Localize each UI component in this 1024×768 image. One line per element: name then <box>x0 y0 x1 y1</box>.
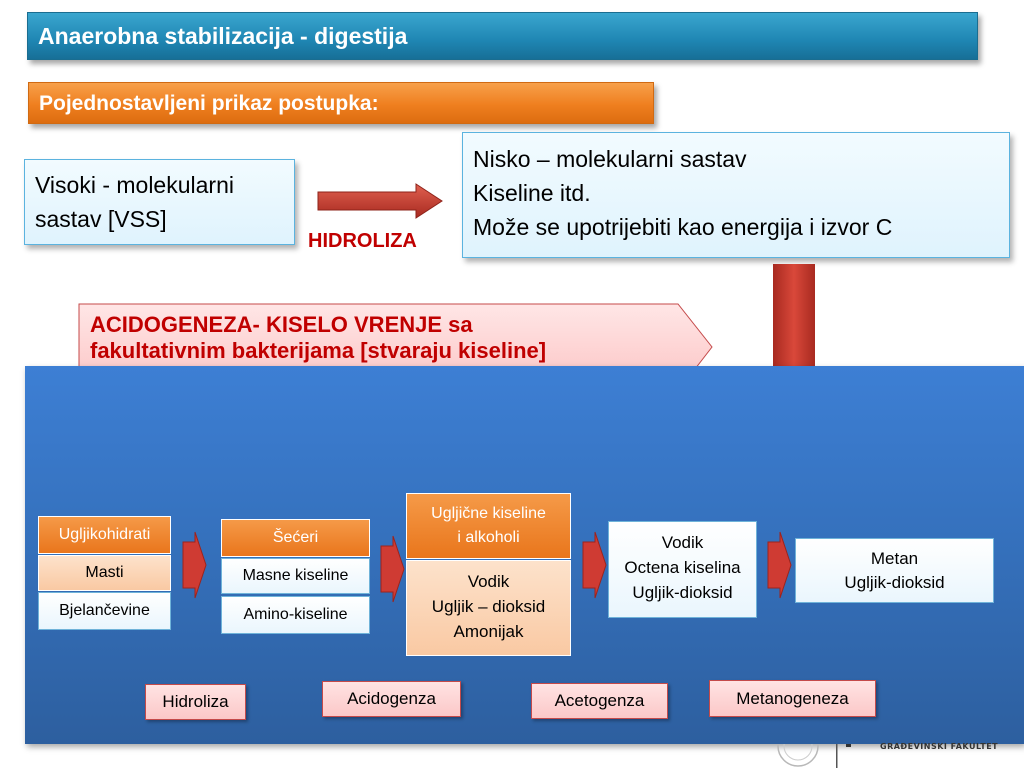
col3-line-2: Ugljik – dioksid <box>431 597 546 616</box>
stage-arrow-2-icon <box>380 535 405 603</box>
slide-title: Anaerobna stabilizacija - digestija <box>27 12 978 60</box>
carbonic-acids-line-1: Ugljične kiseline <box>431 505 546 522</box>
acetogenesis-products-box: Vodik Octena kiselina Ugljik-dioksid <box>608 521 757 618</box>
low-molecular-line-3: Može se upotrijebiti kao energija i izvo… <box>473 214 893 240</box>
col5-line-2: Ugljik-dioksid <box>844 573 945 592</box>
stage-arrow-3-icon <box>582 531 607 599</box>
col4-line-2: Octena kiselina <box>624 558 741 577</box>
acidogenesis-line-1: ACIDOGENEZA- KISELO VRENJE sa <box>90 312 473 337</box>
hydrolysis-label: HIDROLIZA <box>308 230 417 252</box>
stage-label-hydrolysis: Hidroliza <box>145 684 246 720</box>
down-arrow-shaft-icon <box>773 264 815 372</box>
faculty-logo-text: GRAĐEVINSKI FAKULTET <box>880 742 999 751</box>
carbonic-acids-box: Ugljične kiseline i alkoholi <box>406 493 571 559</box>
col4-line-1: Vodik <box>661 533 704 552</box>
stage-label-methanogenesis: Metanogeneza <box>709 680 876 717</box>
high-molecular-line-2: sastav [VSS] <box>35 206 167 232</box>
slide-subtitle: Pojednostavljeni prikaz postupka: <box>28 82 654 124</box>
stage-label-acetogenesis: Acetogenza <box>531 683 668 719</box>
high-molecular-line-1: Visoki - molekularni <box>35 172 234 198</box>
amino-acids-box: Amino-kiseline <box>221 596 370 634</box>
acidogenesis-text: ACIDOGENEZA- KISELO VRENJE sa fakultativ… <box>90 312 690 364</box>
acidogenesis-line-2: fakultativnim bakterijama [stvaraju kise… <box>90 338 547 363</box>
stage-arrow-1-icon <box>182 531 207 599</box>
stage-label-acidogenesis: Acidogenza <box>322 681 461 717</box>
carbonic-acids-line-2: i alkoholi <box>457 529 520 546</box>
fatty-acids-box: Masne kiseline <box>221 558 370 594</box>
hydrogen-co2-ammonia-box: Vodik Ugljik – dioksid Amonijak <box>406 560 571 656</box>
col5-line-1: Metan <box>870 549 919 568</box>
fats-box: Masti <box>38 555 171 591</box>
carbohydrates-box: Ugljikohidrati <box>38 516 171 554</box>
low-molecular-line-1: Nisko – molekularni sastav <box>473 146 747 172</box>
low-molecular-box: Nisko – molekularni sastav Kiseline itd.… <box>462 132 1010 258</box>
high-molecular-box: Visoki - molekularni sastav [VSS] <box>24 159 295 245</box>
col3-line-1: Vodik <box>467 572 510 591</box>
col4-line-3: Ugljik-dioksid <box>632 583 733 602</box>
hydrolysis-arrow-icon <box>317 183 443 219</box>
methanogenesis-products-box: Metan Ugljik-dioksid <box>795 538 994 603</box>
sugars-box: Šećeri <box>221 519 370 557</box>
proteins-box: Bjelančevine <box>38 592 171 630</box>
low-molecular-line-2: Kiseline itd. <box>473 180 591 206</box>
stage-arrow-4-icon <box>767 531 792 599</box>
faculty-seal-icon <box>777 744 851 768</box>
col3-line-3: Amonijak <box>453 622 524 641</box>
